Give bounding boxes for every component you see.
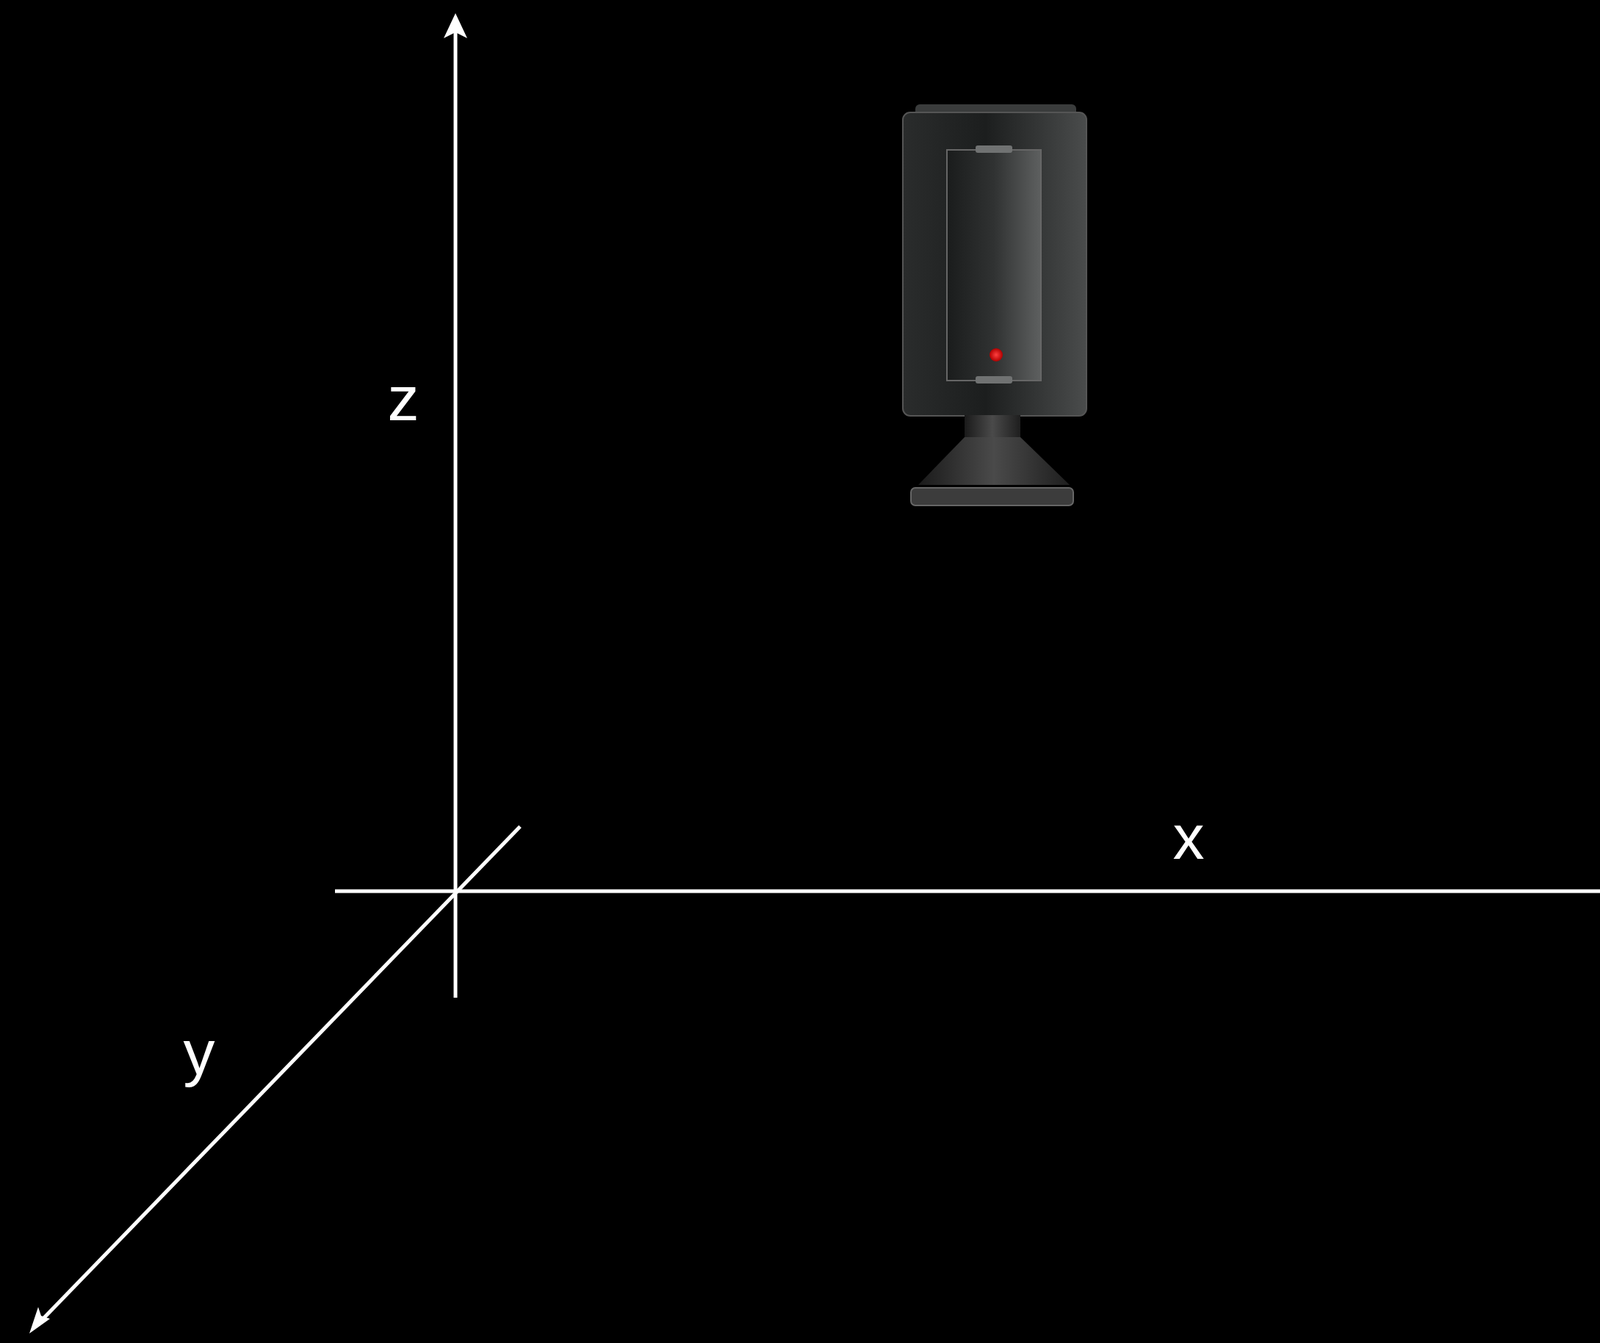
red-led	[989, 348, 1003, 362]
camera-panel	[946, 149, 1041, 381]
y-axis	[35, 826, 521, 1327]
camera-body	[902, 112, 1087, 416]
camera-cone	[918, 437, 1070, 485]
camera-base	[910, 487, 1074, 506]
z-axis	[453, 22, 458, 998]
x-axis-label: x	[1173, 805, 1205, 869]
y-arrowhead	[29, 1306, 50, 1334]
z-axis-label: z	[387, 366, 420, 430]
y-axis-label: y	[183, 1020, 216, 1084]
x-axis	[334, 889, 1600, 894]
axis-lines	[35, 22, 1600, 1327]
camera-illustration	[902, 104, 1087, 506]
panel-clip	[975, 145, 1013, 153]
z-arrowhead	[443, 13, 468, 39]
camera-neck	[964, 415, 1021, 439]
panel-clip	[975, 376, 1013, 384]
